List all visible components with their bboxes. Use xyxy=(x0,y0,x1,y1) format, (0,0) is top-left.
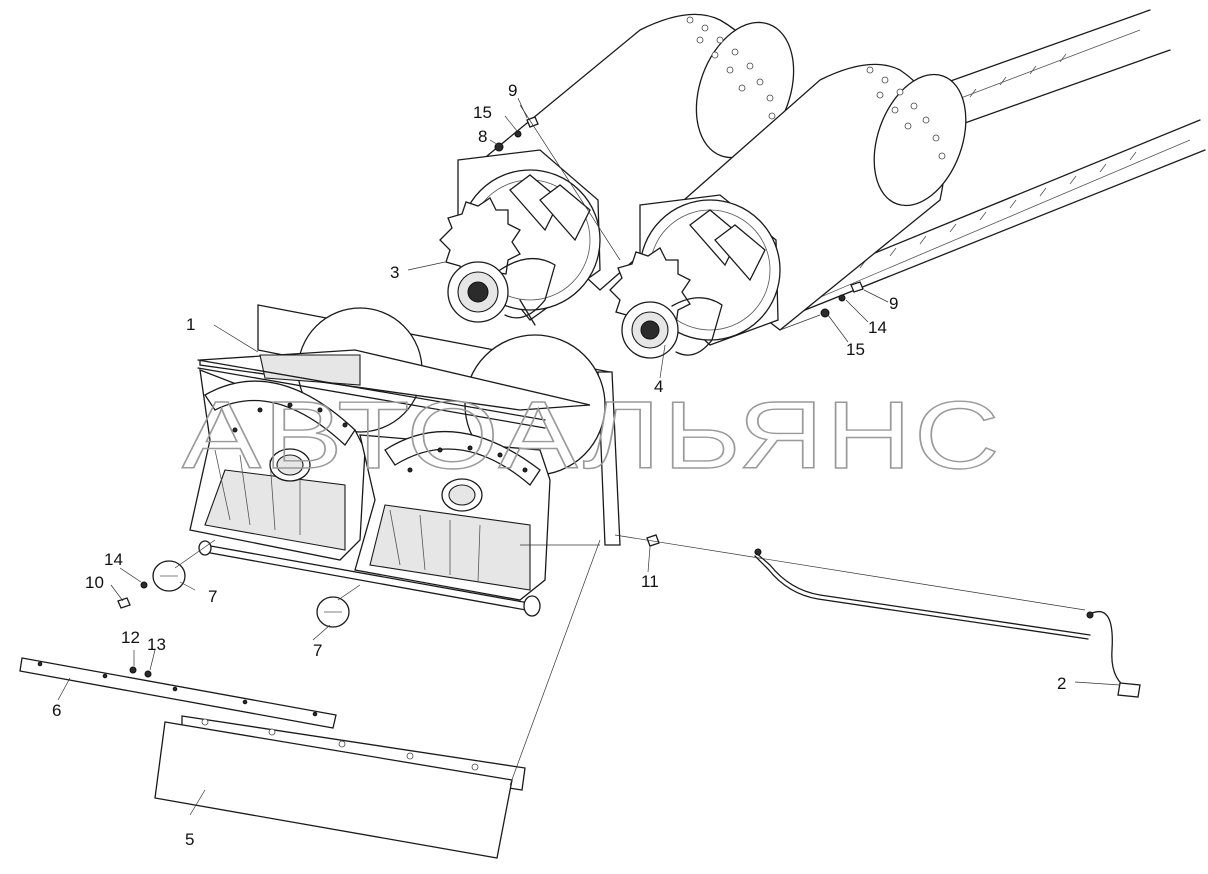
part-4-sprocket-hub xyxy=(609,209,766,359)
callout-2: 2 xyxy=(1057,674,1066,693)
callout-7-center: 7 xyxy=(313,641,322,660)
part-3-sprocket-hub xyxy=(439,174,591,326)
feeder-drum-assembly xyxy=(457,9,1206,346)
callout-14-left: 14 xyxy=(104,550,123,569)
callout-5: 5 xyxy=(185,830,194,849)
callout-13: 13 xyxy=(147,635,166,654)
callout-1: 1 xyxy=(186,315,195,334)
callout-15-right: 15 xyxy=(846,340,865,359)
callout-14-right: 14 xyxy=(868,318,887,337)
leader-lines xyxy=(57,97,1121,816)
part-6-strip xyxy=(19,657,337,729)
part-7-cover-center xyxy=(316,596,350,628)
callout-7-left: 7 xyxy=(208,587,217,606)
part-5-plate xyxy=(154,715,526,859)
callout-4: 4 xyxy=(654,377,663,396)
callout-3: 3 xyxy=(390,263,399,282)
fasteners xyxy=(117,116,864,678)
callout-9-right: 9 xyxy=(889,294,898,313)
callout-10: 10 xyxy=(85,573,104,592)
part-2-hose xyxy=(754,548,1141,698)
callout-15-top: 15 xyxy=(473,103,492,122)
part-7-cover-left xyxy=(152,560,186,592)
callout-11: 11 xyxy=(641,572,659,591)
callout-6: 6 xyxy=(52,701,61,720)
callout-labels: 1 2 3 4 5 6 7 7 8 9 9 10 11 12 13 14 14 … xyxy=(52,81,1066,849)
callout-12: 12 xyxy=(121,628,140,647)
callout-8: 8 xyxy=(478,127,487,146)
callout-9-top: 9 xyxy=(508,81,517,100)
watermark-text: АВТОАЛЬЯНС xyxy=(182,382,1002,489)
part-1-housing-assembly xyxy=(189,304,621,617)
